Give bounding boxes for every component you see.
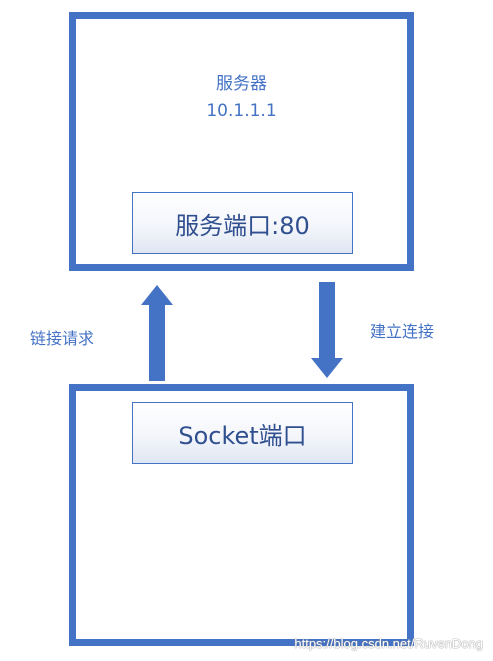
arrow-up-icon [141, 285, 173, 381]
arrow-down-icon [311, 282, 343, 378]
connect-request-label: 链接请求 [30, 329, 95, 348]
watermark: https://blog.csdn.net/RuvenDong [294, 636, 483, 651]
socket-port-box: Socket端口 [132, 402, 353, 464]
server-port-box: 服务端口:80 [132, 192, 353, 254]
server-ip-address: 10.1.1.1 [206, 101, 277, 121]
establish-connection-label: 建立连接 [370, 322, 435, 341]
server-title: 服务器 [216, 74, 267, 94]
